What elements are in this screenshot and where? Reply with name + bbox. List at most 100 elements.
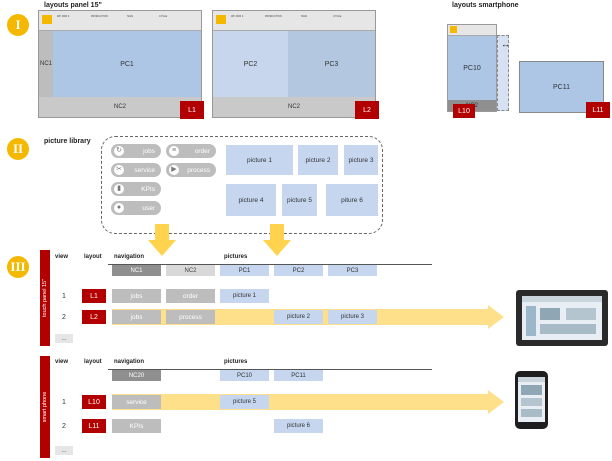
column-pc11: PC11 — [274, 370, 323, 381]
device-screen-header — [522, 296, 602, 302]
nc2-region: NC2 — [39, 97, 201, 117]
layout-tag-l10: L10 — [453, 104, 475, 118]
library-button-label: jobs — [143, 147, 155, 155]
view-number: 1 — [62, 398, 66, 406]
header-text: PRODUCTION — [91, 15, 108, 18]
library-kpis-button[interactable]: ▮ KPIs — [111, 182, 161, 196]
library-button-label: order — [194, 147, 210, 155]
phone-header — [448, 25, 496, 36]
picture-cell: picture 1 — [220, 289, 269, 303]
column-nc20: NC20 — [112, 370, 161, 381]
library-process-button[interactable]: ▶ process — [166, 163, 216, 177]
device-screen-widget — [540, 308, 560, 320]
device-screen — [518, 377, 545, 422]
library-picture-4[interactable]: picture 4 — [226, 184, 276, 216]
device-screen-widget — [566, 308, 596, 320]
view-number: 2 — [62, 313, 66, 321]
header-text: WF 3000 b — [57, 15, 70, 18]
header-text: SIGN — [127, 15, 134, 18]
nav-cell-service: service — [112, 395, 161, 409]
column-pc3: PC3 — [328, 265, 377, 276]
pc3-region: PC3 — [288, 31, 375, 97]
picture-cell: picture 5 — [220, 395, 269, 409]
library-picture-1[interactable]: picture 1 — [226, 145, 293, 175]
down-arrow-icon — [263, 224, 291, 256]
header-view: view — [55, 359, 69, 365]
picture-cell: picture 2 — [274, 310, 323, 324]
layout-tag: L10 — [82, 395, 106, 409]
header-text: PRODUCTION — [265, 15, 282, 18]
nav-cell-kpis: KPIs — [112, 419, 161, 433]
header-view: view — [55, 254, 69, 260]
picture-library-title: picture library — [44, 138, 91, 145]
layout-tag-l11: L11 — [586, 102, 610, 118]
header-text: WF 3000 b — [231, 15, 244, 18]
pc2-region: PC2 — [213, 31, 288, 97]
layouts-smartphone-title: layouts smartphone — [452, 2, 519, 9]
header-pictures: pictures — [224, 359, 248, 365]
library-picture-5[interactable]: picture 5 — [282, 184, 317, 216]
list-icon: ≡ — [169, 146, 179, 156]
layout-l10-phone: PC10 NC2 — [447, 24, 497, 112]
smart-phone-label: smart phone — [42, 391, 48, 423]
down-arrow-icon — [148, 224, 176, 256]
touch-panel-sidebar: touch panel 15" — [40, 250, 50, 346]
header-navigation: navigation — [114, 359, 145, 365]
tools-icon: ✂ — [114, 165, 124, 175]
section-numeral-1: I — [7, 14, 29, 36]
smart-phone-sidebar: smart phone — [40, 356, 50, 458]
column-nc1: NC1 — [112, 265, 161, 276]
layout-tag-l1: L1 — [180, 101, 204, 119]
view-number: 1 — [62, 292, 66, 300]
header-text: SIGN — [301, 15, 308, 18]
layout-l1-panel: WF 3000 b PRODUCTION SIGN CYCLE NC1 PC1 … — [38, 10, 202, 118]
header-text: CYCLE — [159, 15, 168, 18]
logo — [216, 15, 226, 24]
swap-arrow-icon: ↔ — [501, 39, 510, 49]
picture-library-box — [101, 136, 383, 234]
column-pc1: PC1 — [220, 265, 269, 276]
device-screen — [522, 296, 602, 340]
header-pictures: pictures — [224, 254, 248, 260]
header-divider — [108, 264, 432, 265]
layout-tag: L11 — [82, 419, 106, 433]
header-text: CYCLE — [333, 15, 342, 18]
play-icon: ▶ — [169, 165, 179, 175]
library-picture-3[interactable]: picture 3 — [344, 145, 378, 175]
picture-cell: picture 3 — [328, 310, 377, 324]
pc1-region: PC1 — [53, 31, 201, 97]
bar-chart-icon: ▮ — [114, 184, 124, 194]
panel-header: WF 3000 b PRODUCTION SIGN CYCLE — [213, 11, 375, 31]
device-screen-widget — [521, 398, 542, 406]
header-navigation: navigation — [114, 254, 145, 260]
column-pc2: PC2 — [274, 265, 323, 276]
library-button-label: KPIs — [141, 185, 155, 193]
refresh-icon: ↻ — [114, 146, 124, 156]
library-user-button[interactable]: ● user — [111, 201, 161, 215]
layouts-panel-title: layouts panel 15" — [44, 2, 102, 9]
device-screen-nav — [526, 306, 536, 336]
library-button-label: process — [187, 166, 210, 174]
logo — [42, 15, 52, 24]
section-numeral-3: III — [7, 256, 29, 278]
layout-tag-l2: L2 — [355, 101, 379, 119]
nav-cell-jobs: jobs — [112, 310, 161, 324]
library-jobs-button[interactable]: ↻ jobs — [111, 144, 161, 158]
library-order-button[interactable]: ≡ order — [166, 144, 216, 158]
phone-overflow-region — [497, 35, 509, 111]
layout-l2-panel: WF 3000 b PRODUCTION SIGN CYCLE PC2 PC3 … — [212, 10, 376, 118]
column-pc10: PC10 — [220, 370, 269, 381]
view-arrow-icon — [112, 390, 504, 414]
nav-cell-jobs: jobs — [112, 289, 161, 303]
touch-panel-device — [516, 290, 608, 346]
device-screen-widget — [521, 409, 542, 417]
library-picture-2[interactable]: picture 2 — [298, 145, 338, 175]
column-nc2: NC2 — [166, 265, 215, 276]
nav-cell-order: order — [166, 289, 215, 303]
library-picture-6[interactable]: piture 6 — [326, 184, 378, 216]
device-screen-header — [518, 377, 545, 382]
more-views: ... — [55, 446, 73, 455]
panel-header: WF 3000 b PRODUCTION SIGN CYCLE — [39, 11, 201, 31]
library-service-button[interactable]: ✂ service — [111, 163, 161, 177]
logo — [450, 26, 457, 33]
